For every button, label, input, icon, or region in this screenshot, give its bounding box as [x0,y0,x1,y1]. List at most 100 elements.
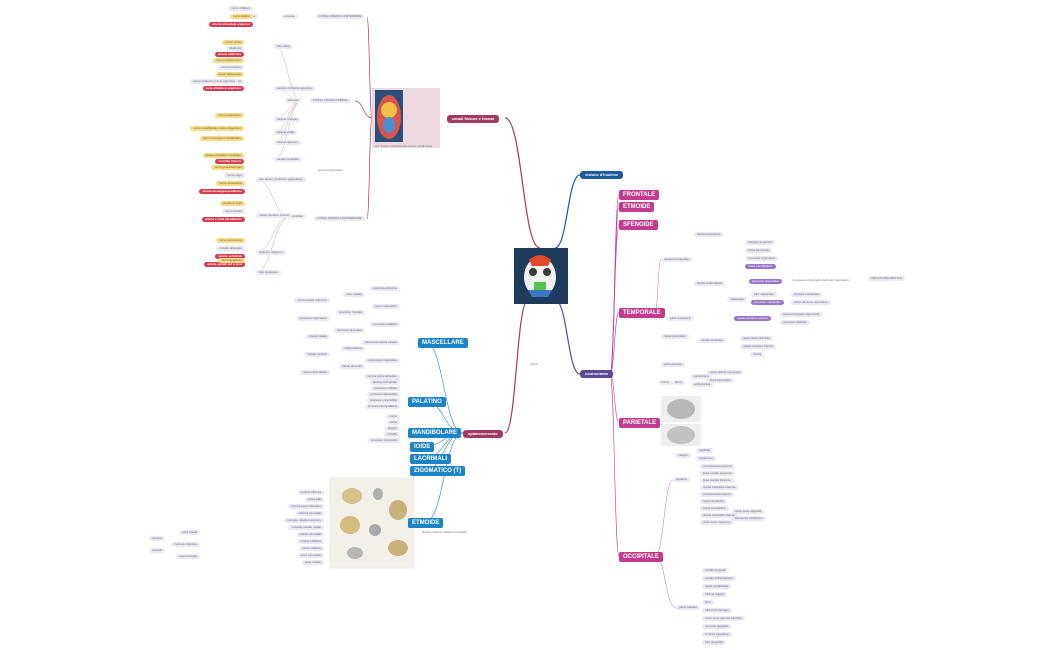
temporale-squama-item[interactable]: faccia endocranica [694,281,726,286]
mastoidea-item[interactable]: processo mastoideo [751,300,784,305]
fossa-posteriore-leaf[interactable]: arterie vertebrali [215,254,245,259]
mascellare-item[interactable]: canale incisivo [304,352,330,357]
parte-petrosa[interactable]: parte petrosa [661,362,685,367]
neurocranio-bone-occipitale[interactable]: OCCIPITALE [619,552,663,562]
branch-splancnocranio[interactable]: splancnocranio [463,430,503,438]
fossa-posteriore-leaf[interactable]: nervo accessorio [216,238,245,243]
piramide[interactable]: rocca (piramide) [661,334,689,339]
etmoide-item[interactable]: cornetto nasale superiore [284,518,324,523]
mandibolare-item[interactable]: ramo [387,420,400,425]
fossa-posteriore-leaf[interactable]: arteria meningea posteriore [199,189,245,194]
parte-timpanica[interactable]: parte timpanica [667,316,694,321]
fossa-media-leaf[interactable]: vene oftalmica superiore [202,86,244,91]
etmoide-item[interactable]: labirinti etmoidali [295,511,324,516]
mascellare-item[interactable]: apertura piriforme [370,286,400,291]
temporale-squama-item[interactable]: faccia esocranica [694,232,724,237]
fossa-media-leaf[interactable]: nervo mascellare [215,113,244,118]
fossa-anteriore-sub[interactable]: etmoide [281,14,298,19]
fossa-posteriore-leaf[interactable]: canale di Corti [219,201,245,206]
squama-item[interactable]: solco seno trasverso [700,520,734,525]
basilare-item[interactable]: processi giugulari [702,624,732,629]
mascellare-item[interactable]: osso nasale [342,292,365,297]
squama-item[interactable]: protuberanza esterna [700,464,735,469]
mandibolare-item[interactable]: processo coronoide [367,438,400,443]
fossa-media-group[interactable]: forame ovale [274,130,298,135]
fossa-posteriore-leaf[interactable]: nervo ipoglosso [217,258,245,263]
mascellare-item[interactable]: volta palatina [341,346,365,351]
fossa-posteriore-group[interactable]: foro ipoglosso [256,270,281,275]
etmoide-item[interactable]: crista galli [304,497,324,502]
temporale-esocranica-item[interactable]: fossa mandibolare [745,264,776,269]
timpanica-item[interactable]: processo stiloideo [780,320,811,325]
fossa-media-leaf[interactable]: nervo trocleare [217,65,244,70]
fossa-media-group[interactable]: forame rotondo [274,117,301,122]
parietale-faccia[interactable]: linea temporale [707,378,734,383]
squama-item[interactable]: cresta occipitale esterna [700,485,739,490]
splancnocranio-bone-5[interactable]: ZIGOMATICO (T) [410,466,466,476]
palatino-item[interactable]: processo piramidale [367,398,400,403]
mascellare-item[interactable]: processo zigomatico [296,316,330,321]
palatino-item[interactable]: processo sfenoidale [367,392,400,397]
basilare-item[interactable]: canale dell'ipoglosso [702,576,736,581]
neurocranio-bone-temporale[interactable]: TEMPORALE [619,308,665,318]
fossa-anteriore[interactable]: FOSSA CRANICA ANTERIORE [316,14,365,19]
piramide-item[interactable]: apice della piramide [740,336,773,341]
etmoide-item[interactable]: nervo olfattivo [299,546,324,551]
palatino-item[interactable]: lamina orizzontale [369,380,400,385]
basilare-item[interactable]: solco seno petroso inferiore [702,616,745,621]
skull-image-center[interactable] [514,248,568,304]
ossa-sub-item[interactable]: osso etmoide [176,554,200,559]
figure-caption-skull-base[interactable]: ant. fossa, mid fossa del cranio, skull-… [375,144,433,148]
temporale-squama[interactable]: squama temporale [661,257,692,262]
fossa-media[interactable]: FOSSA CRANICA MEDIA [310,98,351,103]
fossa-media-group[interactable]: fessura orbitaria superiore [274,86,315,91]
parietale-margine[interactable]: sagittale [696,448,714,453]
fossa-media-leaf[interactable]: ramo meningeo mandibolare [199,136,244,141]
parietale-margini[interactable]: margini [675,453,691,458]
basilare-item[interactable]: forame magno [702,592,728,597]
splancnocranio-bone-2[interactable]: MANDIBOLARE [408,428,461,438]
fossa-media-leaf[interactable]: nervo mandibolare (ramo trigemino) [190,126,244,131]
mascellare-item[interactable]: processo alveolare [333,328,365,333]
mascellare-item[interactable]: cresta nasale [306,334,330,339]
parietale-cranio[interactable]: cranio [658,380,673,385]
zigomatico-note[interactable]: il processo zigomatico dell'osso zigomat… [792,278,850,282]
mastoidea-item[interactable]: foro mastoideo [751,292,777,297]
etmoide-image[interactable] [329,477,415,569]
fossa-posteriore-group[interactable]: foro lacero posteriore (giugulare) [256,177,306,182]
fossa-anteriore-leaf[interactable]: nervi olfattivi [230,14,253,19]
mascellare-item[interactable]: pavimento cavità nasale [361,340,400,345]
basilare-item[interactable]: incisura giugulare [702,632,732,637]
mascellare-item[interactable]: processo frontale [335,310,365,315]
etmoide-item[interactable]: lamina orbitaria [297,539,324,544]
parietale-margine[interactable]: squamoso [696,456,716,461]
etmoide-item[interactable]: cellule etmoidali [296,532,324,537]
splancnocranio-bone-6[interactable]: ETMOIDE [408,518,444,528]
mascellare-item[interactable]: processo palatino [370,322,400,327]
splancnocranio-bone-0[interactable]: MASCELLARE [418,338,468,348]
fossa-media-group[interactable]: canale carotideo [274,157,303,162]
fossa-media-leaf[interactable]: arteria oftalmica [214,52,244,57]
mandibolare-item[interactable]: condilo [384,432,400,437]
squama-item[interactable]: fossa cerebellare [700,506,729,511]
splancnocranio-bone-4[interactable]: LACRIMALI [410,454,451,464]
basilare-item[interactable]: condili occipitali [702,568,729,573]
fossa-anteriore-leaf[interactable]: nervo olfattivo [228,6,253,11]
ossa-sub-item[interactable]: cornetti [149,548,165,553]
squama-item[interactable]: cresta occipitale interna [700,513,738,518]
fossa-posteriore-group[interactable]: meato acustico interno [256,213,293,218]
parietale-facce[interactable]: facce [672,380,686,385]
fossa-media-leaf[interactable]: plesso simpatico carotideo [202,153,244,158]
arcata-zigomatica[interactable]: ARCATA ZIGOMATICA [868,276,905,281]
piramide-item[interactable]: canale carotideo [698,338,727,343]
basilare-item[interactable]: clivo [702,600,715,605]
occipitale-squama[interactable]: squama [673,477,690,482]
mascellare-item[interactable]: tuberosità mascellare [365,358,400,363]
fossa-posteriore-leaf[interactable]: arterie spinali ant e post [204,262,245,267]
fossa-posteriore-leaf[interactable]: arteria e vena del labirinto [201,217,245,222]
fossa-posteriore-leaf[interactable]: midollo allungato [216,246,245,251]
splancnocranio-bone-1[interactable]: PALATINO [408,397,446,407]
mandibolare-item[interactable]: corpo [386,414,400,419]
etmoide-item[interactable]: setto nasale [301,560,324,565]
neurocranio-bone-parietale[interactable]: PARIETALE [619,418,661,428]
